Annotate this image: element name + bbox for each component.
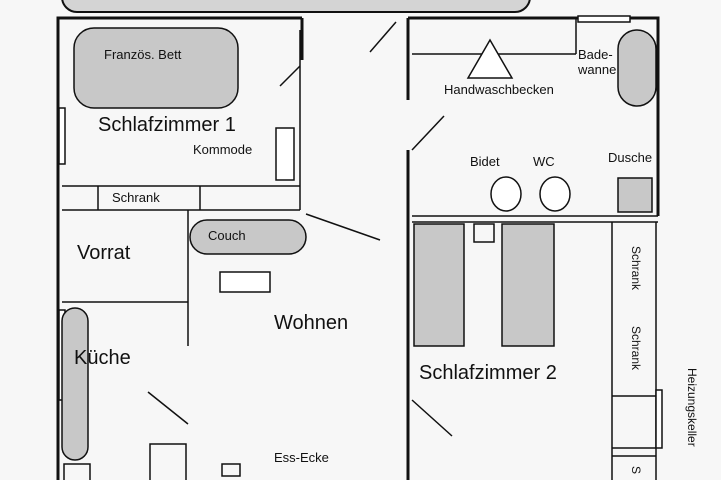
label-badewanne-1: Bade- [578,47,613,62]
walls [56,16,660,480]
bathtub-shape [617,29,657,107]
label-dusche: Dusche [608,150,653,165]
couch-shape [189,219,307,255]
coffee-table-shape [219,271,271,293]
label-schrank: Schrank [112,190,160,205]
label-bidet: Bidet [470,154,500,169]
room-label-kueche: Küche [74,347,131,369]
kitchen-counter-shape [61,307,89,461]
top-cut-object [61,0,531,13]
label-couch: Couch [208,228,246,243]
label-kommode: Kommode [193,142,253,157]
dresser-shape [275,127,295,181]
bed-shape [73,27,239,109]
label-handwaschbecken: Handwaschbecken [444,82,554,97]
label-schrank-vertical-1: Schrank [629,246,643,291]
label-franzoes-bett: Französ. Bett [104,47,182,62]
bidet-shape [490,176,522,212]
room-label-vorrat: Vorrat [77,242,131,264]
label-badewanne-2: wanne [578,62,617,77]
label-schrank-vertical-2: Schrank [629,326,643,371]
shower-shape [617,177,653,213]
room-label-wohnen: Wohnen [274,312,349,334]
bed-left-shape [413,223,465,347]
interior-walls [58,15,663,480]
label-ess-ecke: Ess-Ecke [274,450,329,465]
room-label-schlafzimmer-2: Schlafzimmer 2 [419,362,557,384]
wc-shape [539,176,571,212]
label-heizungskeller: Heizungskeller [685,368,699,447]
sink-shape [466,38,514,79]
bed-right-shape [501,223,555,347]
label-wc: WC [533,154,555,169]
fixtures [61,27,657,461]
label-schrank-cut: S [629,466,643,475]
room-label-schlafzimmer-1: Schlafzimmer 1 [98,114,236,136]
